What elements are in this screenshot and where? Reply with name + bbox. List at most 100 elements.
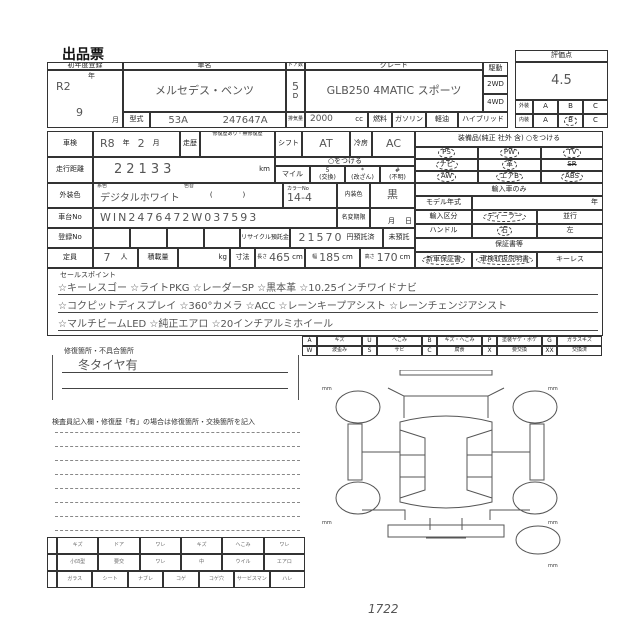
legend-meaning: 塗装ヤケ・ボケ — [497, 336, 542, 346]
equip-ps[interactable]: PS — [438, 148, 455, 158]
interior-grade-a[interactable]: A — [533, 114, 558, 128]
door-unit: D — [292, 92, 299, 101]
mileage-unit: km — [259, 165, 270, 174]
legend-meaning: へこみ — [377, 336, 422, 346]
doc-manual[interactable]: 車検取扱説明書 — [476, 255, 533, 265]
bottom-table-cell: シート — [92, 571, 128, 588]
legend-meaning: ガラスキズ — [557, 336, 602, 346]
doc-keyless[interactable]: キーレス — [537, 252, 603, 268]
recycle-value: 21570 — [298, 230, 344, 244]
legend-meaning: 波歪み — [317, 346, 362, 356]
mileage-tampered[interactable]: * (改ざん) — [345, 166, 380, 183]
mileage-mile[interactable]: マイル — [275, 166, 310, 183]
handle-left[interactable]: 左 — [537, 224, 603, 238]
score-label: 評価点 — [515, 50, 608, 62]
front-left-tire — [335, 390, 381, 424]
repair-box — [52, 355, 299, 400]
length-label: 長さ — [257, 254, 268, 261]
interior-grade-c[interactable]: C — [583, 114, 608, 128]
bottom-table-cell: キズ — [181, 537, 223, 554]
fuel-hybrid[interactable]: ハイブリッド — [458, 112, 508, 128]
model-number: 247647A — [222, 114, 268, 126]
equip-sr[interactable]: SR — [567, 160, 577, 169]
rear-left-tire — [335, 481, 381, 515]
import-parallel[interactable]: 並行 — [537, 210, 603, 224]
inspection-year: R8 — [100, 136, 115, 150]
recycle-paid[interactable]: 円預託済 — [346, 233, 375, 242]
equip-leather[interactable]: 革 — [502, 160, 517, 170]
capacity-label: 定員 — [47, 248, 93, 268]
first-reg-year: R2 — [56, 80, 71, 93]
import-only-label: 輸入車のみ — [415, 183, 603, 196]
color-no-value: 14-4 — [287, 191, 312, 205]
inspection-label: 車検 — [47, 131, 93, 157]
ac-label: 冷房 — [350, 131, 372, 157]
exterior-label: 外装 — [515, 100, 533, 114]
doors-cell: 5 D — [286, 70, 305, 112]
drive-4wd[interactable]: 4WD — [483, 94, 508, 112]
equip-tv[interactable]: TV — [563, 148, 581, 158]
legend-meaning: 要交換 — [497, 346, 542, 356]
interior-color-value: 黒 — [387, 188, 398, 202]
bottom-row-label — [47, 537, 57, 554]
recycle-unpaid[interactable]: 未預託 — [383, 228, 415, 248]
sales-points-box — [47, 268, 603, 336]
repair-history-note: 修復歴あり・無修復歴 — [200, 131, 275, 157]
bottom-table-cell: 中 — [181, 554, 223, 571]
equip-navi[interactable]: ナビ — [435, 160, 458, 170]
legend-meaning: 腐食 — [437, 346, 482, 356]
interior-grade-b-selected[interactable]: B — [564, 116, 577, 126]
bottom-table-cell: ハレ — [269, 571, 305, 588]
rear-right-tire — [512, 481, 558, 515]
fuel-diesel[interactable]: 軽油 — [426, 112, 458, 128]
color-sub-label: 系色 — [97, 183, 108, 189]
doc-warranty[interactable]: 新車保証書 — [422, 255, 465, 265]
recycle-label: リサイクル預託金 — [240, 228, 290, 248]
legend-code: P — [482, 336, 497, 346]
cc-unit: cc — [355, 115, 363, 124]
car-name-value: メルセデス・ベンツ — [123, 70, 286, 112]
exterior-grade-b[interactable]: B — [558, 100, 583, 114]
registration-cell-1 — [93, 228, 130, 248]
mileage-swapped[interactable]: 5 (交換) — [310, 166, 345, 183]
fuel-gasoline[interactable]: ガソリン — [392, 112, 426, 128]
bottom-table-cell: 要交 — [98, 554, 140, 571]
repair-line — [62, 372, 288, 373]
bottom-table-cell: エアロ — [263, 554, 305, 571]
name-change-label: 名変期限 — [337, 208, 370, 228]
grade-value: GLB250 4MATIC スポーツ — [326, 83, 462, 97]
bottom-table-cell: ドア — [98, 537, 140, 554]
exterior-grade-c[interactable]: C — [583, 100, 608, 114]
front-right-tire — [512, 390, 558, 424]
tire-mm-label: mm — [322, 386, 332, 392]
equip-abs[interactable]: ABS — [561, 172, 583, 182]
bottom-table-cell: コゲ穴 — [198, 571, 235, 588]
equip-aw[interactable]: AW — [436, 172, 457, 182]
score-value: 4.5 — [551, 72, 572, 88]
size-label: 寸法 — [230, 248, 255, 268]
legend-meaning: キズ — [317, 336, 362, 346]
drive-2wd[interactable]: 2WD — [483, 76, 508, 94]
interior-label: 内装 — [515, 114, 533, 128]
sales-point-line: ☆キーレスゴー ☆ライトPKG ☆レーダーSP ☆黒本革 ☆10.25インチワイ… — [58, 279, 598, 295]
chassis-label: 車台No — [47, 208, 93, 228]
height-label: 高さ — [364, 254, 375, 261]
model-label: 型式 — [123, 112, 150, 128]
legend-meaning: 交換済 — [557, 346, 602, 356]
tire-mm-label: mm — [322, 520, 332, 526]
bottom-row-label — [47, 554, 57, 571]
legend-code: G — [542, 336, 557, 346]
fuel-label: 燃料 — [368, 112, 392, 128]
equip-airbag[interactable]: エアB — [496, 172, 523, 182]
import-dealer[interactable]: ディーラー — [483, 212, 526, 222]
exterior-grade-a[interactable]: A — [533, 100, 558, 114]
equip-pw[interactable]: PW — [499, 148, 520, 158]
bottom-table-cell: 小凹型 — [57, 554, 99, 571]
mileage-unknown[interactable]: # (不明) — [380, 166, 415, 183]
handle-right[interactable]: 右 — [497, 226, 512, 236]
repair-label: 修復箇所・不具合箇所 — [64, 347, 134, 355]
color-name-label: 色替 — [184, 183, 195, 189]
repair-value: 冬タイヤ有 — [78, 358, 138, 372]
sheet-title: 出品票 — [62, 47, 104, 63]
width-value: 185 — [319, 250, 341, 264]
